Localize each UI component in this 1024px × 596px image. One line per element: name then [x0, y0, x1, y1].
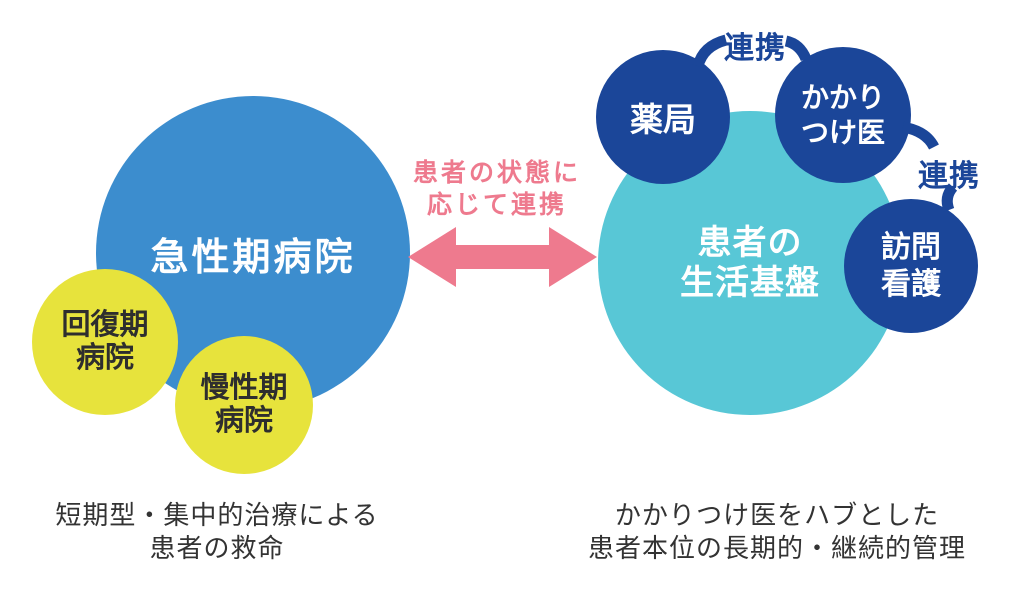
bidirectional-arrow-icon	[408, 227, 597, 287]
visiting-nurse-label-line1: 訪問	[881, 231, 941, 264]
pharmacy-circle: 薬局	[596, 50, 730, 184]
chronic-hospital-circle: 慢性期 病院	[175, 336, 313, 474]
patient-life-foundation-label-line2: 生活基盤	[680, 264, 820, 302]
right-caption-line1: かかりつけ医をハブとした	[614, 500, 940, 530]
right-caption-line2: 患者本位の長期的・継続的管理	[587, 533, 966, 563]
link-label-top: 連携	[724, 32, 786, 65]
coordination-note-line2: 応じて連携	[426, 191, 567, 219]
visiting-nurse-circle: 訪問 看護	[844, 199, 978, 333]
family-doctor-label-line2: つけ医	[800, 117, 885, 148]
recovery-hospital-label-line1: 回復期	[61, 309, 149, 341]
link-label-right: 連携	[918, 160, 980, 193]
left-caption-line1: 短期型・集中的治療による	[55, 500, 379, 530]
family-doctor-label-line1: かかり	[800, 82, 885, 113]
pharmacy-label: 薬局	[630, 101, 696, 138]
patient-life-foundation-label-line1: 患者の	[697, 224, 803, 262]
visiting-nurse-label-line2: 看護	[881, 268, 941, 301]
right-caption: かかりつけ医をハブとした 患者本位の長期的・継続的管理	[572, 499, 982, 565]
left-caption: 短期型・集中的治療による 患者の救命	[37, 499, 397, 565]
recovery-hospital-circle: 回復期 病院	[32, 269, 178, 415]
chronic-hospital-label-line1: 慢性期	[200, 372, 288, 404]
left-caption-line2: 患者の救命	[149, 533, 285, 563]
chronic-hospital-label-line2: 病院	[214, 405, 273, 437]
recovery-hospital-label-line2: 病院	[75, 342, 134, 374]
coordination-note: 患者の状態に 応じて連携	[397, 157, 597, 221]
acute-hospital-label: 急性期病院	[150, 236, 356, 279]
family-doctor-circle: かかり つけ医	[775, 47, 911, 183]
coordination-note-line1: 患者の状態に	[412, 159, 581, 187]
